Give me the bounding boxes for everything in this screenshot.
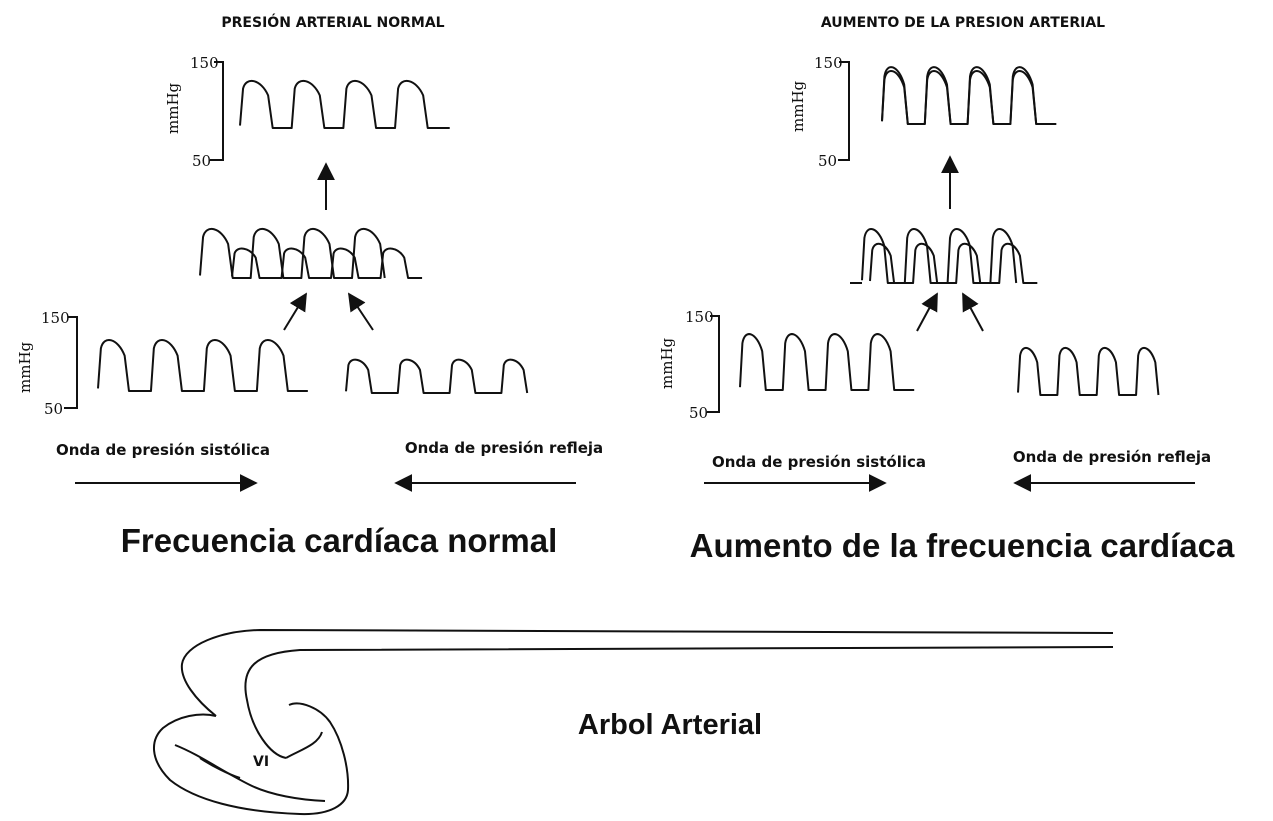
right-combined-tick-high: 150 xyxy=(814,54,843,72)
left-components-axis: 150 50 mmHg xyxy=(16,309,77,418)
right-arrow-reflected-to-sum xyxy=(963,294,983,331)
ventricle-label: VI xyxy=(253,754,269,770)
heart-inner-wall xyxy=(175,745,325,801)
right-panel: AUMENTO DE LA PRESION ARTERIAL 150 50 mm… xyxy=(658,15,1235,564)
right-combined-axis: 150 50 mmHg xyxy=(789,54,849,170)
left-summed-trace-reflected xyxy=(232,249,422,278)
left-components-tick-low: 50 xyxy=(44,400,63,418)
left-reflected-label: Onda de presión refleja xyxy=(405,439,603,457)
right-components-axis-unit: mmHg xyxy=(658,337,676,389)
left-combined-axis: 150 50 mmHg xyxy=(164,54,223,170)
right-summed-trace-systolic xyxy=(862,229,1016,283)
left-panel-title: PRESIÓN ARTERIAL NORMAL xyxy=(221,13,444,31)
right-components-axis: 150 50 mmHg xyxy=(658,308,719,422)
arterial-tree-label: Arbol Arterial xyxy=(578,709,762,741)
right-combined-tick-low: 50 xyxy=(818,152,837,170)
left-systolic-label: Onda de presión sistólica xyxy=(56,441,270,459)
left-reflected-trace xyxy=(346,360,527,393)
right-superimposed-waves xyxy=(850,229,1037,283)
left-systolic-trace xyxy=(98,340,308,391)
left-caption: Frecuencia cardíaca normal xyxy=(121,522,558,559)
aorta-inner-wall xyxy=(245,647,1113,758)
left-combined-tick-high: 150 xyxy=(190,54,219,72)
left-combined-pressure-wave xyxy=(240,81,450,128)
left-panel: PRESIÓN ARTERIAL NORMAL 150 50 mmHg 150 … xyxy=(16,13,603,559)
heart-outline xyxy=(154,704,348,815)
aorta-outer-wall xyxy=(182,630,1113,716)
left-components-axis-unit: mmHg xyxy=(16,341,34,393)
left-combined-wave-trace xyxy=(240,81,450,128)
left-superimposed-waves xyxy=(200,229,422,278)
right-combined-axis-unit: mmHg xyxy=(789,80,807,132)
left-arrow-systolic-to-sum xyxy=(284,294,306,330)
ventricle-wall xyxy=(286,732,322,758)
right-systolic-wave xyxy=(740,334,914,390)
right-arrow-systolic-to-sum xyxy=(917,294,937,331)
right-systolic-trace xyxy=(740,334,914,390)
right-components-tick-high: 150 xyxy=(685,308,714,326)
right-components-tick-low: 50 xyxy=(689,404,708,422)
heart-and-aorta: VI Arbol Arterial xyxy=(154,630,1113,814)
right-combined-pressure-wave xyxy=(882,67,1056,124)
right-reflected-wave xyxy=(1018,348,1158,395)
right-reflected-trace xyxy=(1018,348,1158,395)
right-reflected-label: Onda de presión refleja xyxy=(1013,448,1211,466)
right-caption: Aumento de la frecuencia cardíaca xyxy=(690,527,1235,564)
right-panel-title: AUMENTO DE LA PRESION ARTERIAL xyxy=(821,15,1105,31)
left-reflected-wave xyxy=(346,360,527,393)
left-components-tick-high: 150 xyxy=(41,309,70,327)
left-systolic-wave xyxy=(98,340,308,391)
left-arrow-reflected-to-sum xyxy=(349,294,373,330)
left-combined-tick-low: 50 xyxy=(192,152,211,170)
left-combined-axis-unit: mmHg xyxy=(164,82,182,134)
right-systolic-label: Onda de presión sistólica xyxy=(712,453,926,471)
